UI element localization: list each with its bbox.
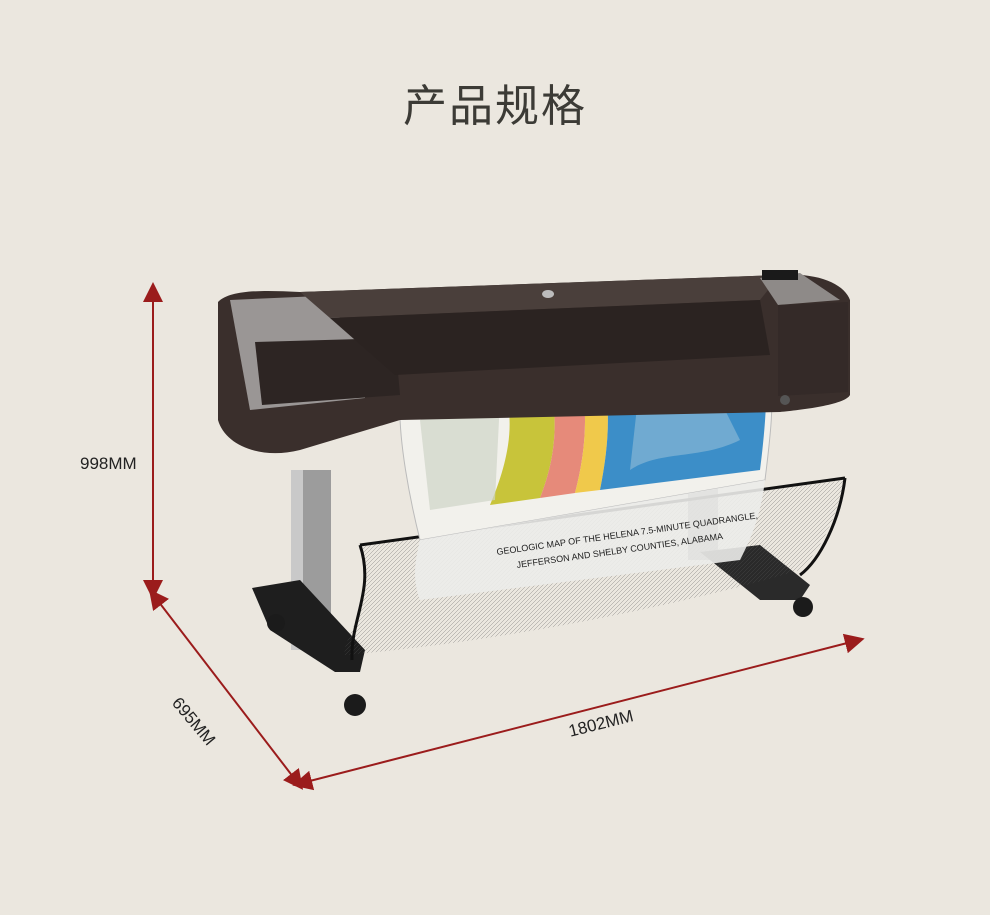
top-cover bbox=[300, 275, 780, 318]
depth-arrow bbox=[148, 589, 304, 790]
left-foot bbox=[252, 580, 365, 672]
height-label: 998MM bbox=[80, 454, 137, 473]
hp-logo-icon bbox=[542, 290, 555, 298]
width-arrow bbox=[292, 633, 865, 791]
page-title: 产品规格 bbox=[403, 81, 587, 132]
control-panel-screen bbox=[762, 270, 798, 280]
